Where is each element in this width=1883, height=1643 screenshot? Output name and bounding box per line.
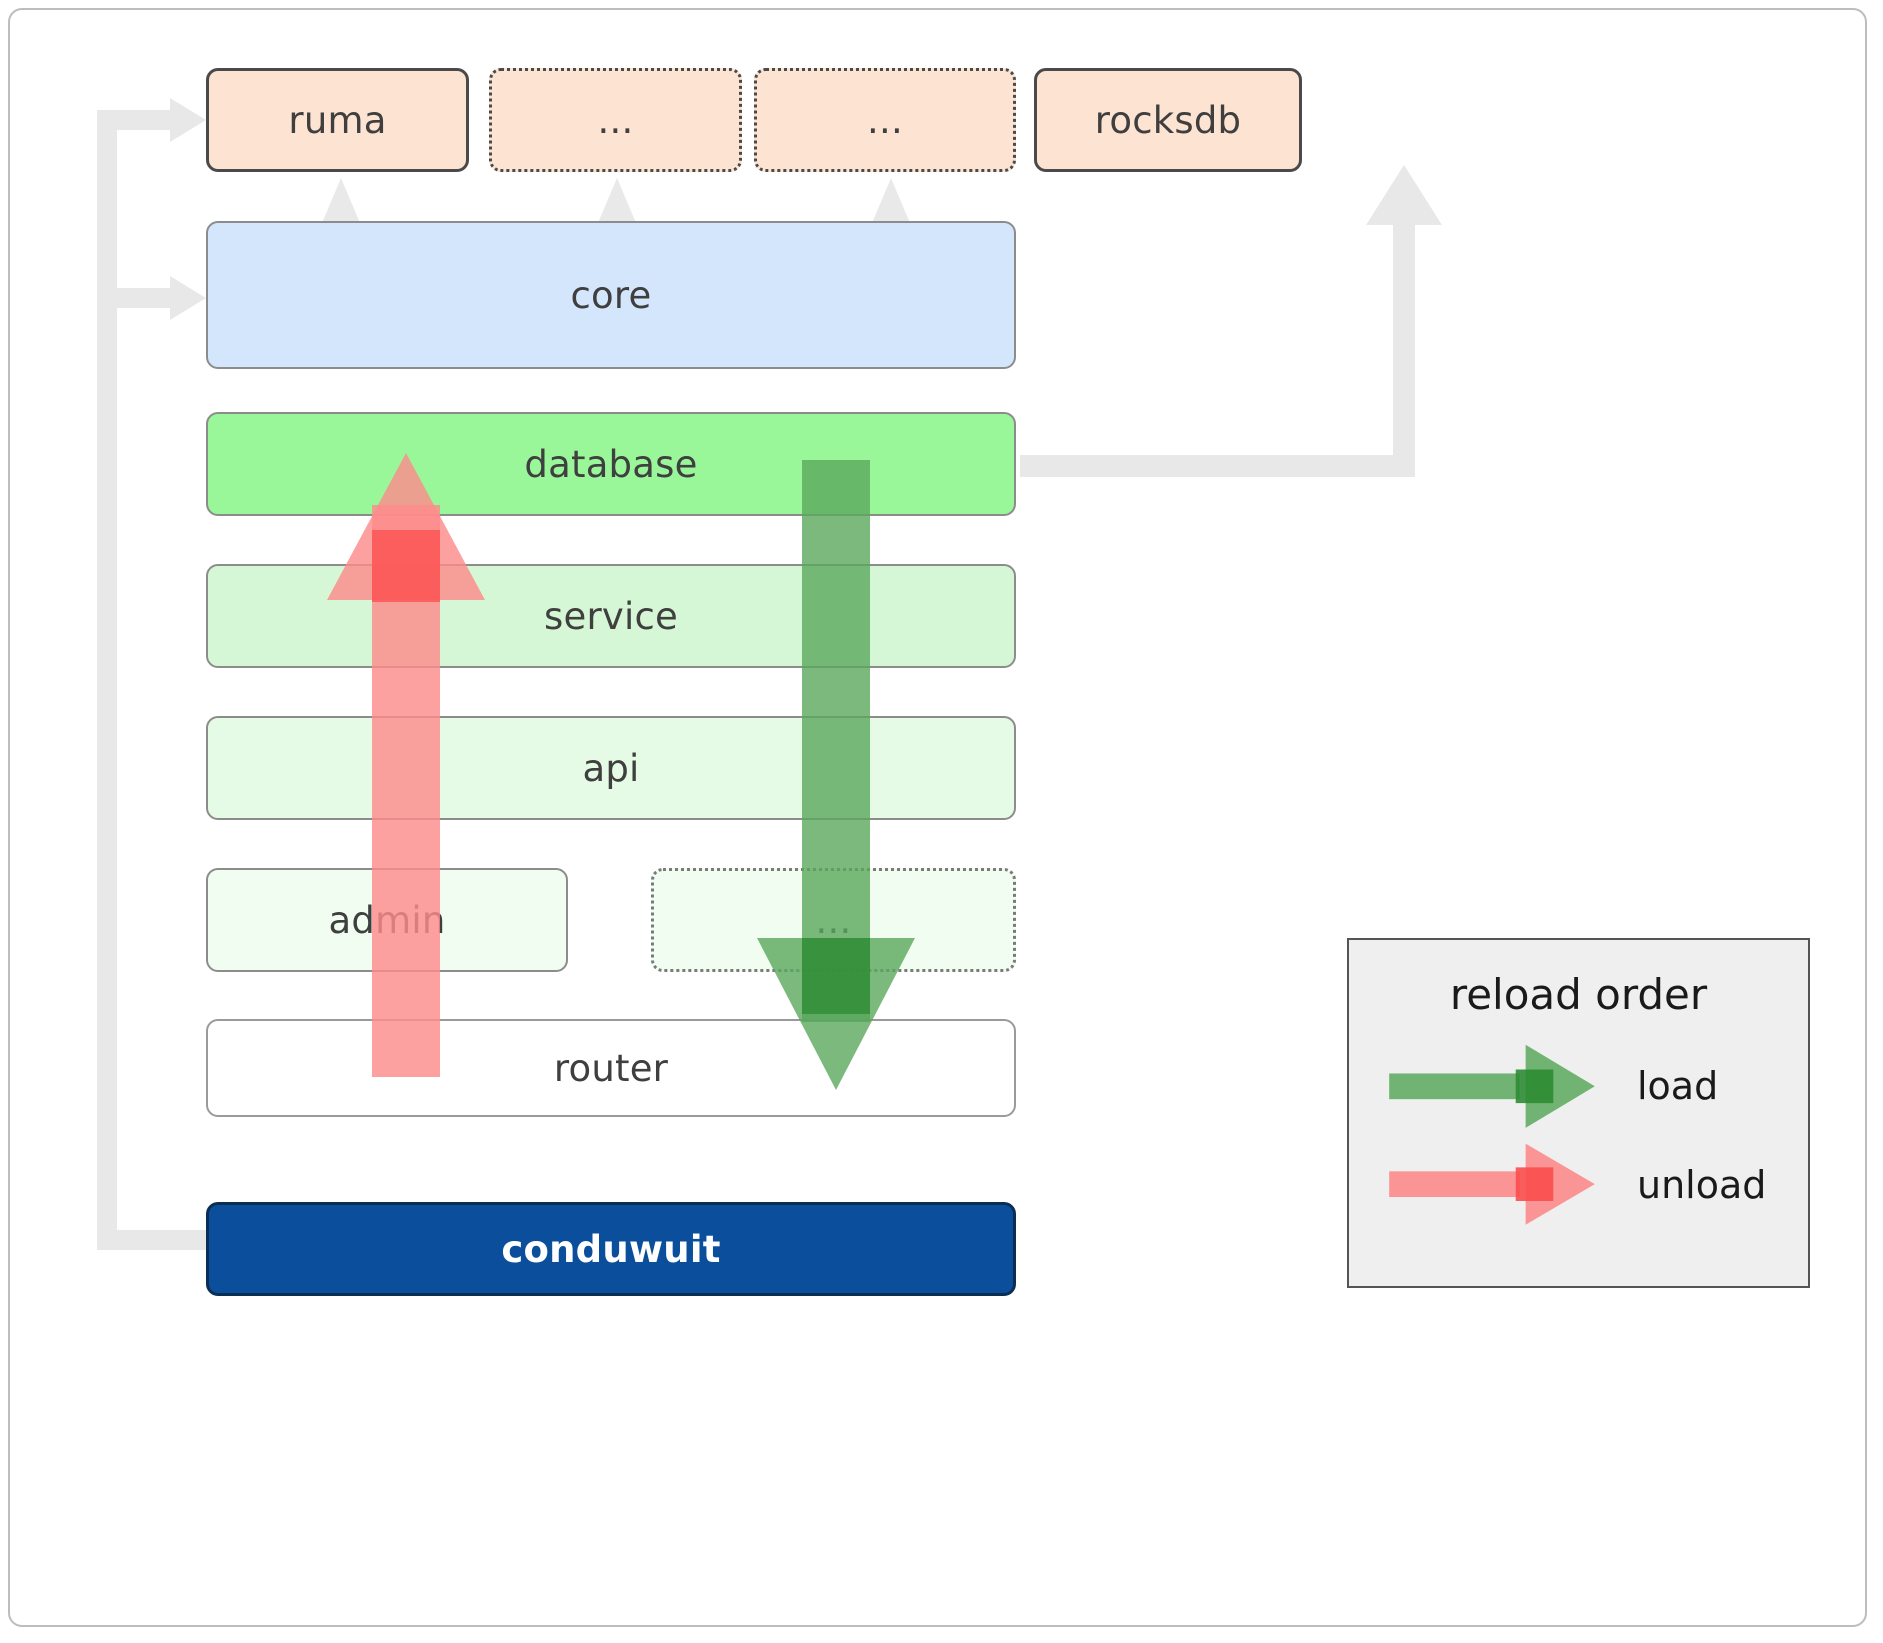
admin-box[interactable]: admin — [206, 868, 568, 972]
ellipsis-box-1[interactable]: ... — [489, 68, 742, 172]
api-box[interactable]: api — [206, 716, 1016, 820]
ruma-box[interactable]: ruma — [206, 68, 469, 172]
ellipsis-label-1: ... — [597, 98, 634, 142]
legend-panel: reload order load unload — [1347, 938, 1810, 1288]
connector-arrow-rocksdb — [1366, 165, 1442, 225]
ellipsis-box-3[interactable]: ... — [651, 868, 1016, 972]
connector-db-riser — [1393, 210, 1415, 475]
ellipsis-label-2: ... — [867, 98, 903, 142]
core-label: core — [570, 273, 652, 317]
diagram-frame: ruma ... ... rocksdb core database servi… — [8, 8, 1867, 1627]
connector-db-run — [1020, 455, 1415, 477]
legend-load-label: load — [1637, 1064, 1719, 1108]
service-box[interactable]: service — [206, 564, 1016, 668]
api-label: api — [582, 746, 640, 790]
connector-arrow-ruma — [170, 98, 206, 142]
core-box[interactable]: core — [206, 221, 1016, 369]
legend-title: reload order — [1449, 970, 1708, 1019]
legend-arrow-graphics — [1389, 1044, 1595, 1225]
connector-trunk — [97, 110, 117, 1250]
legend-unload-arrow — [1389, 1143, 1595, 1225]
router-box[interactable]: router — [206, 1019, 1016, 1117]
connector-arrow-core — [170, 276, 206, 320]
database-label: database — [524, 442, 698, 486]
rocksdb-label: rocksdb — [1094, 98, 1242, 142]
conduwuit-box[interactable]: conduwuit — [206, 1202, 1016, 1296]
router-label: router — [553, 1046, 669, 1090]
ellipsis-box-2[interactable]: ... — [754, 68, 1016, 172]
conduwuit-label: conduwuit — [501, 1227, 721, 1271]
connector-bottom-run — [97, 1230, 207, 1250]
database-box[interactable]: database — [206, 412, 1016, 516]
legend-load-arrow — [1389, 1044, 1595, 1128]
connector-branch-core — [97, 288, 175, 308]
connector-branch-ruma — [97, 110, 175, 130]
ellipsis-label-3: ... — [815, 898, 852, 942]
legend-unload-label: unload — [1637, 1163, 1767, 1207]
admin-label: admin — [328, 898, 446, 942]
rocksdb-box[interactable]: rocksdb — [1034, 68, 1302, 172]
service-label: service — [544, 594, 678, 638]
ruma-label: ruma — [288, 98, 387, 142]
